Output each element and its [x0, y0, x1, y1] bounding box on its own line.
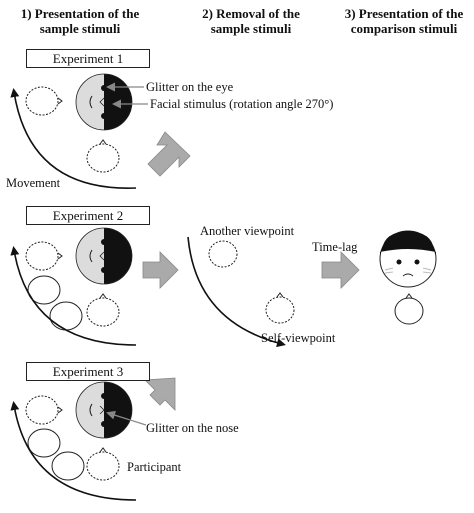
participant-head [394, 293, 424, 325]
header-presentation: 1) Presentation of the sample stimuli [0, 6, 160, 36]
movement-arrow [10, 88, 137, 189]
gray-arrow-up-right [144, 377, 176, 411]
self-viewpoint-label: Self-viewpoint [261, 331, 336, 345]
facial-stimulus-label: Facial stimulus (rotation angle 270°) [150, 97, 334, 111]
participant-head [25, 241, 63, 271]
comparison-face [379, 230, 437, 288]
participant-head [86, 293, 120, 327]
participant-head [27, 428, 61, 458]
header-removal: 2) Removal of the sample stimuli [182, 6, 320, 36]
participant-head [86, 139, 120, 173]
facial-stimulus-face [75, 381, 133, 439]
movement-arrow [10, 401, 137, 501]
participant-head [49, 301, 83, 331]
experiment-2-group [10, 227, 437, 348]
gray-arrow-down-left [147, 131, 191, 177]
experiment-1-label: Experiment 1 [52, 51, 124, 66]
participant-head [51, 451, 85, 481]
participant-head [25, 395, 63, 425]
facial-stimulus-face [75, 227, 133, 285]
gray-arrow-time-lag [321, 251, 360, 289]
participant-head [27, 275, 61, 305]
facial-stimulus-face [75, 73, 133, 131]
glitter-eye-label: Glitter on the eye [146, 80, 234, 94]
experiment-3-group [10, 377, 176, 501]
experiment-2-box: Experiment 2 [26, 206, 150, 225]
header-comparison-line1: 3) Presentation of the [344, 6, 464, 21]
participant-label: Participant [127, 460, 182, 474]
header-comparison: 3) Presentation of the comparison stimul… [334, 6, 474, 36]
gray-arrow-right [142, 251, 179, 289]
movement-arrow [10, 246, 137, 346]
experiment-3-box: Experiment 3 [26, 362, 150, 381]
another-viewpoint-label: Another viewpoint [200, 224, 295, 238]
movement-label: Movement [6, 176, 61, 190]
header-presentation-line1: 1) Presentation of the [20, 6, 140, 21]
viewpoint-arc-arrow [187, 236, 286, 348]
glitter-nose-label: Glitter on the nose [146, 421, 239, 435]
header-removal-line1: 2) Removal of the [202, 6, 300, 21]
header-presentation-line2: sample stimuli [39, 21, 121, 36]
experiment-3-label: Experiment 3 [52, 364, 124, 379]
participant-head [25, 86, 63, 116]
another-viewpoint-head [208, 240, 238, 268]
header-comparison-line2: comparison stimuli [350, 21, 458, 36]
header-removal-line2: sample stimuli [210, 21, 292, 36]
experiment-1-box: Experiment 1 [26, 49, 150, 68]
time-lag-label: Time-lag [312, 240, 358, 254]
experiment-2-label: Experiment 2 [52, 208, 124, 223]
self-viewpoint-head [265, 292, 295, 324]
experiment-1-group [10, 73, 191, 189]
participant-head [86, 447, 120, 481]
